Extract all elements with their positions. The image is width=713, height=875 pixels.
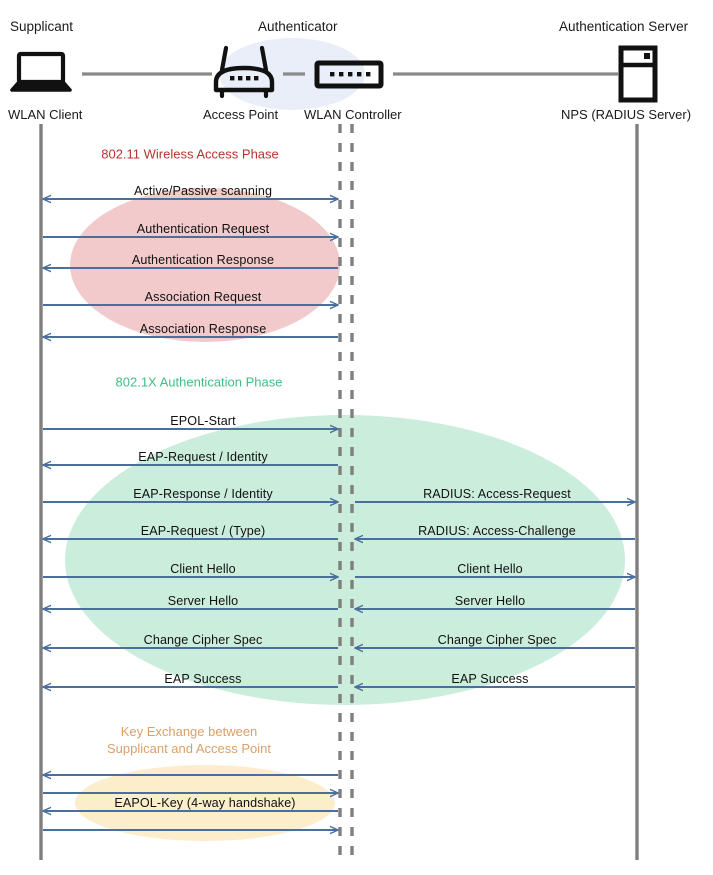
- phase-ellipse-wireless: [70, 188, 340, 342]
- phase-ellipse-dot1x: [65, 415, 625, 705]
- message-label-association-request: Association Request: [144, 289, 262, 304]
- wlan-controller-icon: [314, 60, 384, 89]
- phase-label-key-exchange: Key Exchange between Supplicant and Acce…: [107, 724, 271, 757]
- actor-device-nps-radius: NPS (RADIUS Server): [561, 107, 692, 122]
- message-label-eap-response-identity: EAP-Response / Identity: [133, 486, 273, 501]
- message-label-eap-request-identity: EAP-Request / Identity: [138, 449, 268, 464]
- message-label-authentication-request: Authentication Request: [136, 221, 270, 236]
- message-label-eapol-key: EAPOL-Key (4-way handshake): [114, 795, 296, 810]
- message-label-client-hello-left: Client Hello: [170, 561, 236, 576]
- message-label-eapol-start: EPOL-Start: [170, 413, 236, 428]
- actor-role-supplicant: Supplicant: [10, 19, 74, 34]
- actor-device-wlan-controller: WLAN Controller: [304, 107, 402, 122]
- actor-role-auth-server: Authentication Server: [559, 19, 689, 34]
- message-label-server-hello-right: Server Hello: [454, 593, 526, 608]
- message-label-association-response: Association Response: [139, 321, 267, 336]
- message-label-eap-success-right: EAP Success: [451, 671, 529, 686]
- message-label-client-hello-right: Client Hello: [457, 561, 523, 576]
- message-label-eap-success-left: EAP Success: [164, 671, 242, 686]
- laptop-icon: [10, 51, 72, 92]
- phase-label-key-exchange-line2: Supplicant and Access Point: [106, 740, 272, 756]
- phase-ellipse-key: [75, 765, 335, 841]
- message-label-change-cipher-spec-left: Change Cipher Spec: [143, 632, 263, 647]
- actor-device-access-point: Access Point: [203, 107, 279, 122]
- message-label-active-passive-scanning: Active/Passive scanning: [133, 183, 273, 198]
- message-label-radius-access-challenge: RADIUS: Access-Challenge: [418, 523, 576, 538]
- phase-label-dot1x-auth: 802.1X Authentication Phase: [115, 374, 283, 390]
- message-label-server-hello-left: Server Hello: [167, 593, 239, 608]
- message-label-authentication-response: Authentication Response: [131, 252, 275, 267]
- phase-label-key-exchange-line1: Key Exchange between: [120, 723, 258, 739]
- message-label-eap-request-type: EAP-Request / (Type): [140, 523, 266, 538]
- message-label-radius-access-request: RADIUS: Access-Request: [423, 486, 571, 501]
- message-label-change-cipher-spec-right: Change Cipher Spec: [437, 632, 557, 647]
- actor-role-authenticator: Authenticator: [258, 19, 338, 34]
- phase-label-wireless-access: 802.11 Wireless Access Phase: [101, 146, 279, 162]
- actor-device-wlan-client: WLAN Client: [8, 107, 83, 122]
- server-icon: [618, 45, 658, 103]
- access-point-icon: [213, 45, 275, 99]
